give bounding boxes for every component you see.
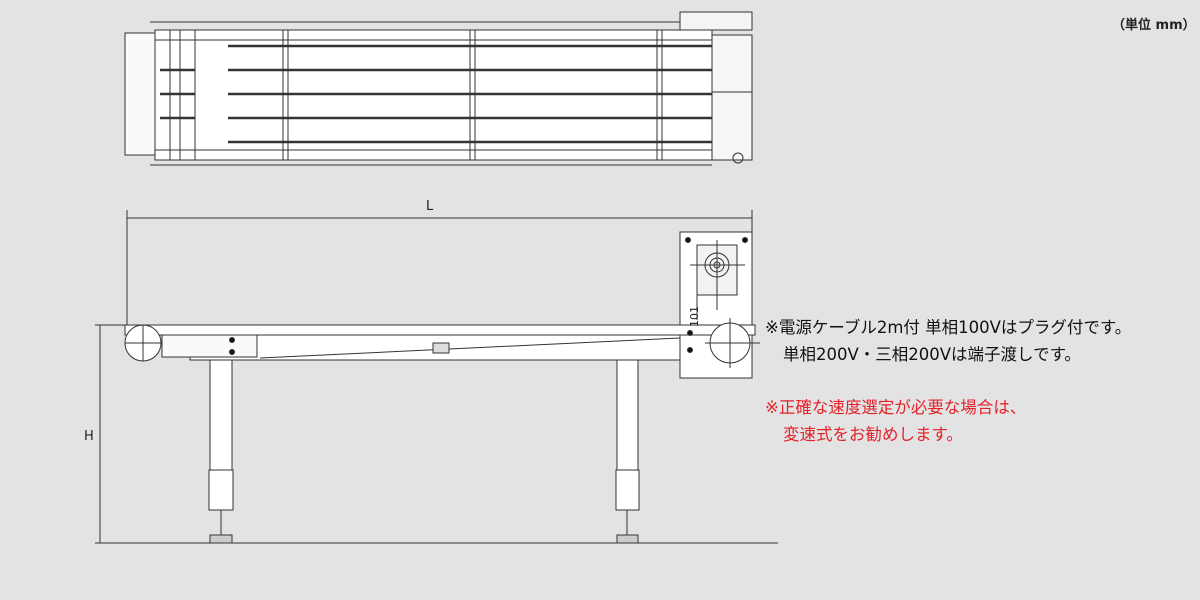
side-view: [95, 210, 778, 544]
top-view: [124, 11, 753, 166]
power-note-line-1: ※電源ケーブル2m付 単相100Vはプラグ付です。: [765, 318, 1132, 337]
unit-label: （単位 mm）: [1112, 18, 1196, 33]
dimension-motor-offset-label: 101: [688, 306, 701, 327]
power-note-line-2: 単相200V・三相200Vは端子渡しです。: [783, 345, 1081, 364]
power-note: ※電源ケーブル2m付 単相100Vはプラグ付です。 単相200V・三相200Vは…: [765, 314, 1131, 368]
speed-note-line-1: ※正確な速度選定が必要な場合は、: [765, 398, 1027, 417]
dimension-height-label: H: [84, 429, 94, 444]
speed-note: ※正確な速度選定が必要な場合は、 変速式をお勧めします。: [765, 394, 1026, 448]
speed-note-line-2: 変速式をお勧めします。: [783, 425, 963, 444]
dimension-length-label: L: [426, 199, 434, 214]
